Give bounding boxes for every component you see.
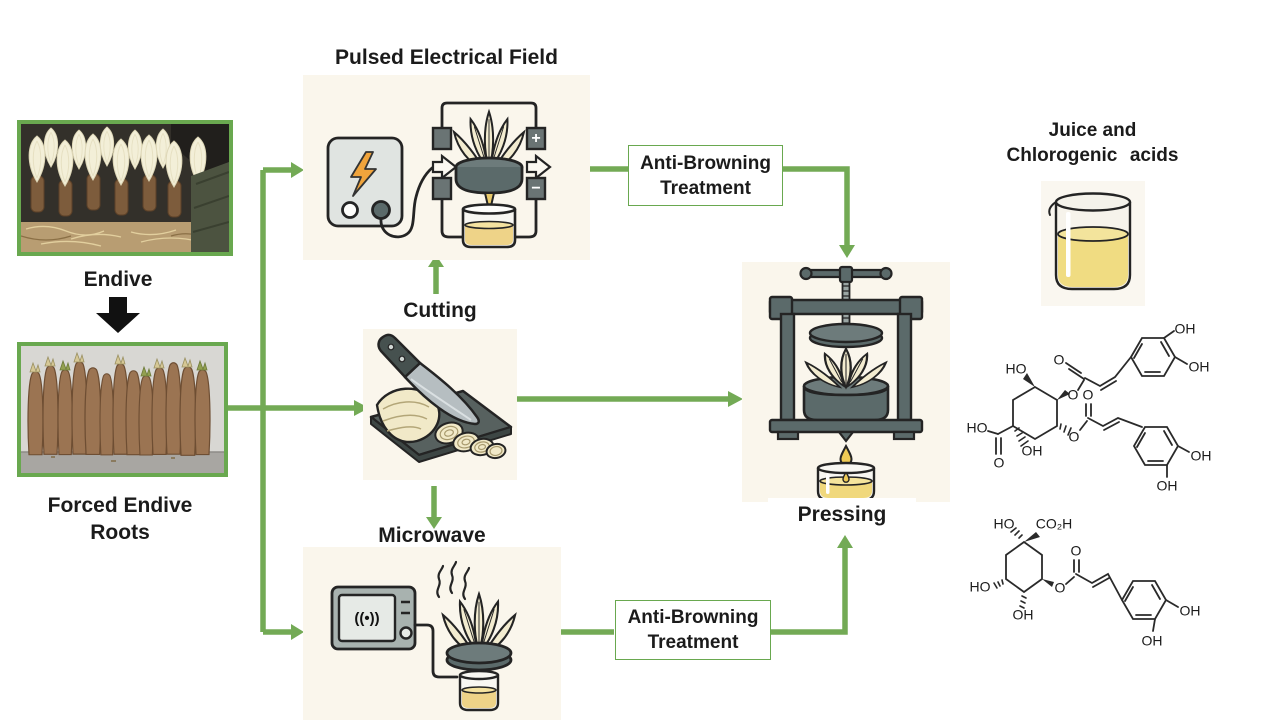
juice-title: Juice and Chlorogenic acids xyxy=(1006,120,1179,166)
microwave-wave-symbol: ((•)) xyxy=(354,610,379,627)
microwave-title: Microwave xyxy=(378,524,486,547)
svg-text:HO: HO xyxy=(967,420,988,436)
forced-endive-roots-label: Forced Endive Roots xyxy=(47,494,193,544)
svg-text:OH: OH xyxy=(1175,322,1196,337)
pef-illustration: + − xyxy=(303,75,590,260)
endive-label: Endive xyxy=(83,268,153,291)
svg-text:HO: HO xyxy=(994,516,1015,532)
svg-text:O: O xyxy=(1071,543,1082,559)
pressing-illustration xyxy=(742,262,950,502)
roots xyxy=(27,361,211,456)
pef-title: Pulsed Electrical Field xyxy=(335,46,558,69)
svg-text:OH: OH xyxy=(1013,607,1034,623)
svg-text:OH: OH xyxy=(1180,603,1201,619)
svg-text:HO: HO xyxy=(970,579,991,595)
endive-photo xyxy=(17,120,233,256)
svg-text:OH: OH xyxy=(1157,478,1178,494)
svg-text:OH: OH xyxy=(1022,443,1043,459)
svg-text:O: O xyxy=(1069,429,1080,445)
svg-text:OH: OH xyxy=(1191,448,1212,464)
svg-text:O: O xyxy=(1054,352,1065,368)
svg-text:O: O xyxy=(994,455,1005,471)
down-arrow-icon xyxy=(96,297,140,333)
forced-endive-roots-photo xyxy=(17,342,228,477)
svg-text:O: O xyxy=(1068,387,1079,403)
juice-beaker xyxy=(1041,181,1145,306)
minus-symbol: − xyxy=(531,180,540,197)
microwave-illustration: ((•)) xyxy=(303,547,561,720)
cutting-title: Cutting xyxy=(403,299,477,322)
svg-text:OH: OH xyxy=(1142,633,1163,649)
lightning-icon xyxy=(350,151,377,197)
svg-text:O: O xyxy=(1055,580,1066,596)
svg-text:CO₂H: CO₂H xyxy=(1036,516,1073,532)
cutting-illustration xyxy=(363,329,517,480)
chlorogenic-acid-structure: HO CO₂H HO OH O O OH OH xyxy=(970,516,1201,649)
pressing-label: Pressing xyxy=(768,498,916,532)
anti-browning-box-top: Anti-Browning Treatment xyxy=(628,145,783,206)
dicaffeoylquinic-acid-structure: HO O O OH OH HO O OH O O OH OH xyxy=(967,322,1212,494)
knife-icon xyxy=(377,333,480,426)
svg-text:OH: OH xyxy=(1189,359,1210,375)
steam-icon xyxy=(436,560,471,601)
anti-browning-box-bottom: Anti-Browning Treatment xyxy=(615,600,771,660)
endive-slices xyxy=(434,421,507,460)
svg-text:O: O xyxy=(1083,387,1094,403)
svg-text:HO: HO xyxy=(1006,361,1027,377)
plus-symbol: + xyxy=(531,130,540,147)
